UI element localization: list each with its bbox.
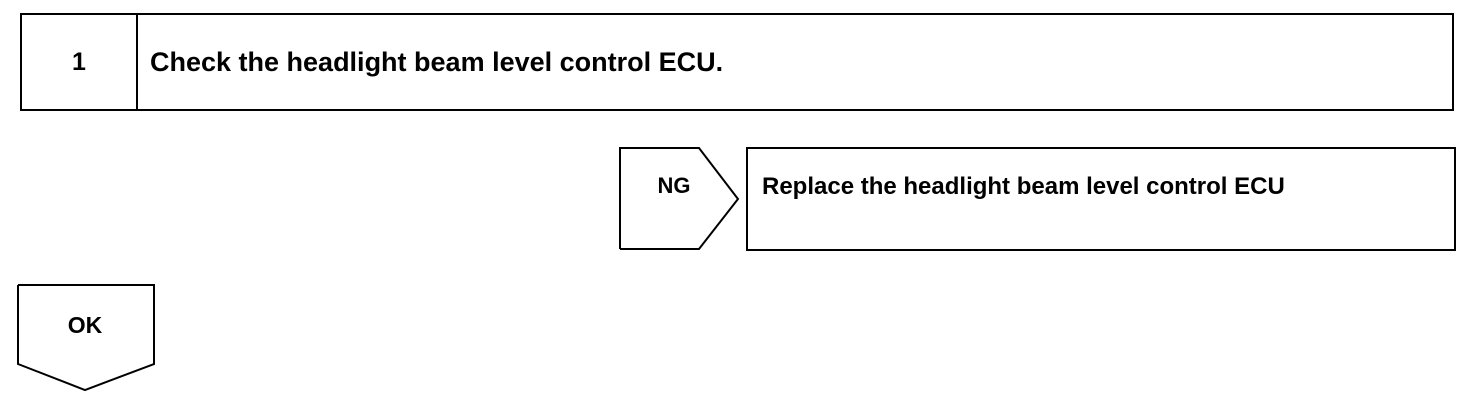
ok-label: OK <box>67 312 103 338</box>
ng-action-text: Replace the headlight beam level control… <box>762 173 1285 200</box>
ng-action-box: Replace the headlight beam level control… <box>746 147 1456 251</box>
ng-label: NG <box>657 173 691 198</box>
ok-arrow-tag: OK <box>17 284 157 392</box>
step-number: 1 <box>22 15 138 109</box>
step-title: Check the headlight beam level control E… <box>150 46 724 77</box>
ok-arrow-shape <box>17 284 155 392</box>
ng-arrow-tag: NG <box>619 147 740 251</box>
step-box: 1 Check the headlight beam level control… <box>20 13 1454 111</box>
ng-arrow-shape <box>619 147 740 250</box>
